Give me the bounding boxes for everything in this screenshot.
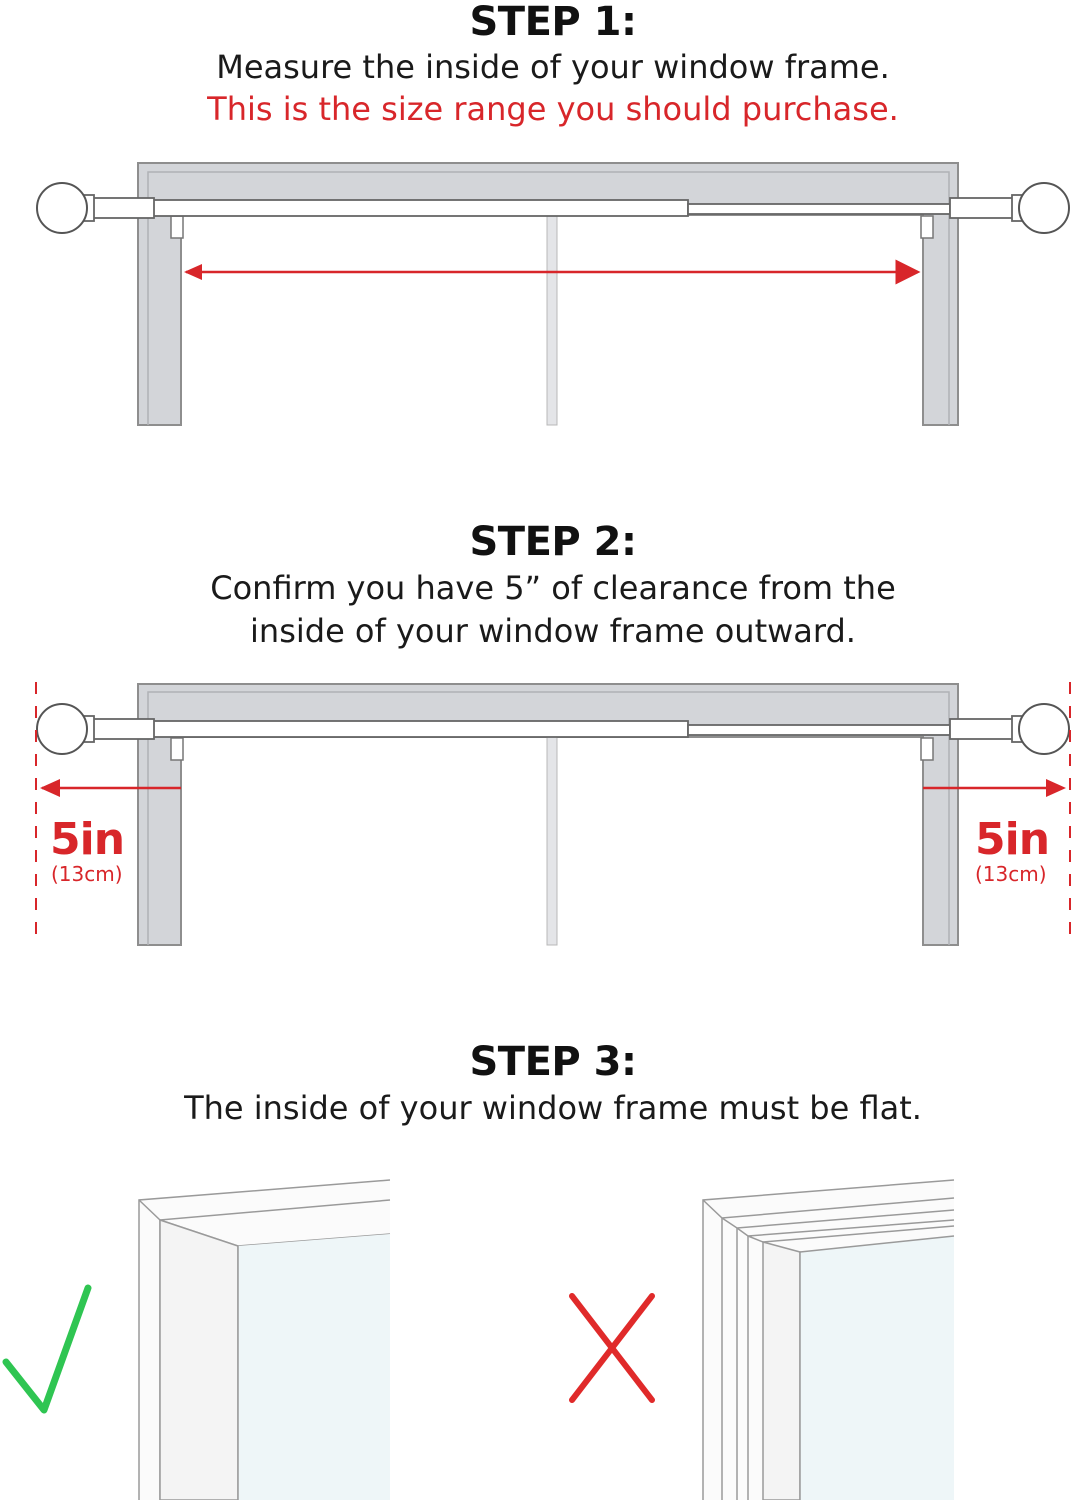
step1-window-frame xyxy=(137,162,959,426)
step1-curtain-rod xyxy=(36,182,1070,239)
step1-diagram xyxy=(36,162,1070,426)
x-mark-icon xyxy=(569,1293,655,1403)
step3-heading: STEP 3: xyxy=(469,1039,638,1085)
step2-heading: STEP 2: xyxy=(469,519,638,565)
stepped-frame-illustration xyxy=(702,1179,955,1500)
right-clearance-value: 5in xyxy=(975,814,1050,865)
step3-instruction: The inside of your window frame must be … xyxy=(184,1089,922,1127)
step2-instruction-line2: inside of your window frame outward. xyxy=(250,612,856,650)
step2-instruction-line1: Confirm you have 5” of clearance from th… xyxy=(210,569,896,607)
step2-curtain-rod xyxy=(36,703,1070,761)
left-clearance-metric: (13cm) xyxy=(51,862,123,886)
left-clearance-value: 5in xyxy=(50,814,125,865)
step1-measure-arrow xyxy=(184,259,921,285)
flat-frame-illustration xyxy=(138,1179,391,1500)
checkmark-icon xyxy=(2,1284,92,1414)
right-clearance-metric: (13cm) xyxy=(975,862,1047,886)
step1-heading: STEP 1: xyxy=(469,0,638,45)
step1-instruction: Measure the inside of your window frame. xyxy=(216,48,890,86)
step1-note: This is the size range you should purcha… xyxy=(207,90,899,128)
step2-right-clearance-guide xyxy=(923,682,1071,945)
step2-diagram xyxy=(35,682,1071,946)
step2-left-clearance-guide xyxy=(35,682,181,945)
